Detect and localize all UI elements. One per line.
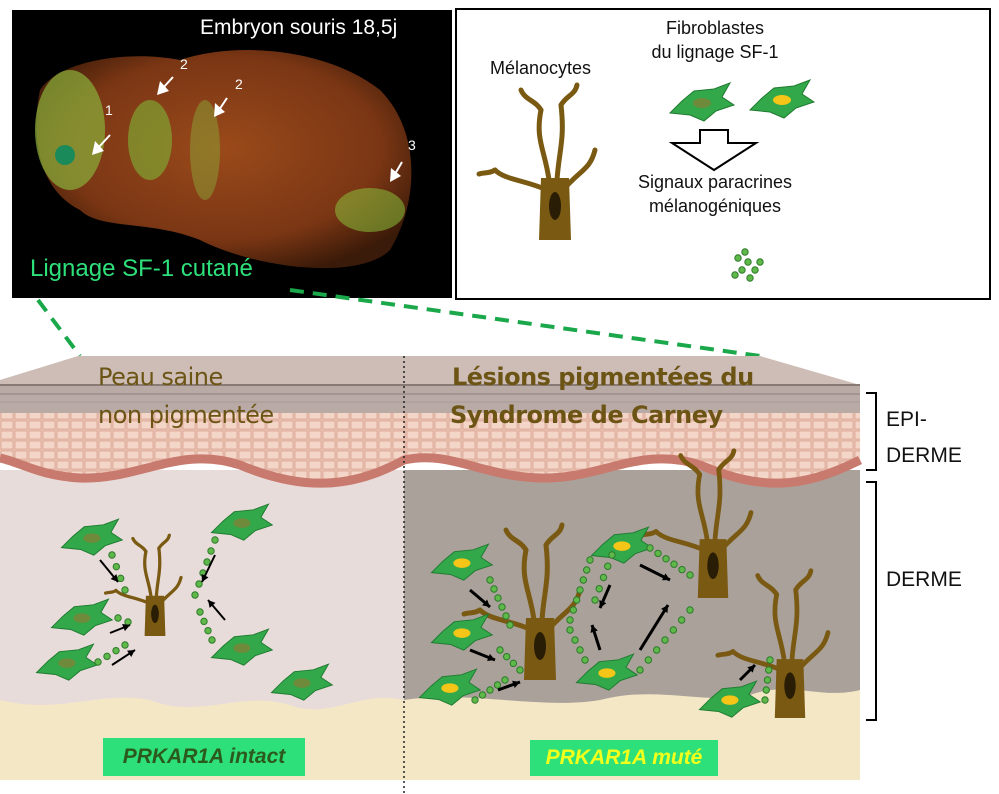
dermis-bracket [866,481,877,721]
melanocyte-cell [638,448,754,598]
arrow-icon [598,584,612,609]
fibroblasts-label-1: Fibroblastes [665,18,765,38]
arrow-icon [469,588,491,609]
arrow-label-3: 3 [408,137,416,153]
legend-melanocyte [476,82,598,240]
arrow-icon [201,554,216,583]
left-title-2: non pigmentée [98,401,274,429]
embryo-photo [12,10,452,298]
fibroblast-cell [575,653,639,691]
melanocyte-cell [103,533,183,636]
melanocyte-cell [461,522,583,680]
epidermis-label-1: EPI- [886,408,927,431]
down-arrow-icon [668,129,760,172]
arrow-label-1: 1 [105,102,113,118]
arrow-icon [738,663,757,682]
epidermis-bracket [866,392,877,471]
dermis-label: DERME [886,568,962,591]
gene-mutant-label: PRKAR1A muté [530,740,718,776]
embryo-arrows [92,76,403,182]
paracrine-signal-dots [471,544,774,704]
signals-label-2: mélanogéniques [648,196,782,216]
arrow-icon [638,604,670,651]
arrow-icon [469,648,496,662]
fibroblast-cell [210,628,274,666]
arrow-icon [639,563,671,582]
left-title-1: Peau saine [98,363,223,391]
epidermis-label-2: DERME [886,444,962,467]
arrow-label-2b: 2 [235,76,243,92]
gene-intact-label: PRKAR1A intact [103,738,305,776]
fibroblasts-label-2: du lignage SF-1 [651,42,779,62]
arrow-icon [99,559,119,583]
fibroblast-cell [50,598,114,636]
fibroblast-cell [270,663,334,701]
fibroblast-cell [60,518,124,556]
fibroblast-cell [430,613,494,651]
zoom-line-right [289,288,761,358]
arrow-icon [111,649,136,666]
fibroblast-cell [698,680,762,718]
arrow-label-2a: 2 [180,56,188,72]
arrow-icon [590,624,602,651]
fibroblast-cell [210,503,274,541]
fibroblast-cell [418,668,482,706]
fibroblast-cell [35,643,99,681]
legend-fibroblast-mutant [748,79,816,119]
photo-caption: Lignage SF-1 cutané [30,255,253,282]
melanocyte-cell [715,568,831,718]
legend-fibroblast-normal [668,82,736,122]
arrow-icon [109,624,131,634]
signals-label-1: Signaux paracrines [637,172,793,192]
melanocytes-label: Mélanocytes [490,58,592,78]
right-title-1: Lésions pigmentées du [452,363,754,391]
photo-title: Embryon souris 18,5j [200,16,398,39]
paracrine-signal-dots [731,248,764,282]
fibroblast-cell [590,526,654,564]
arrow-icon [207,599,226,621]
zoom-line-left [36,298,82,358]
fibroblast-cell [430,543,494,581]
arrow-icon [497,680,521,692]
right-title-2: Syndrome de Carney [450,401,723,429]
